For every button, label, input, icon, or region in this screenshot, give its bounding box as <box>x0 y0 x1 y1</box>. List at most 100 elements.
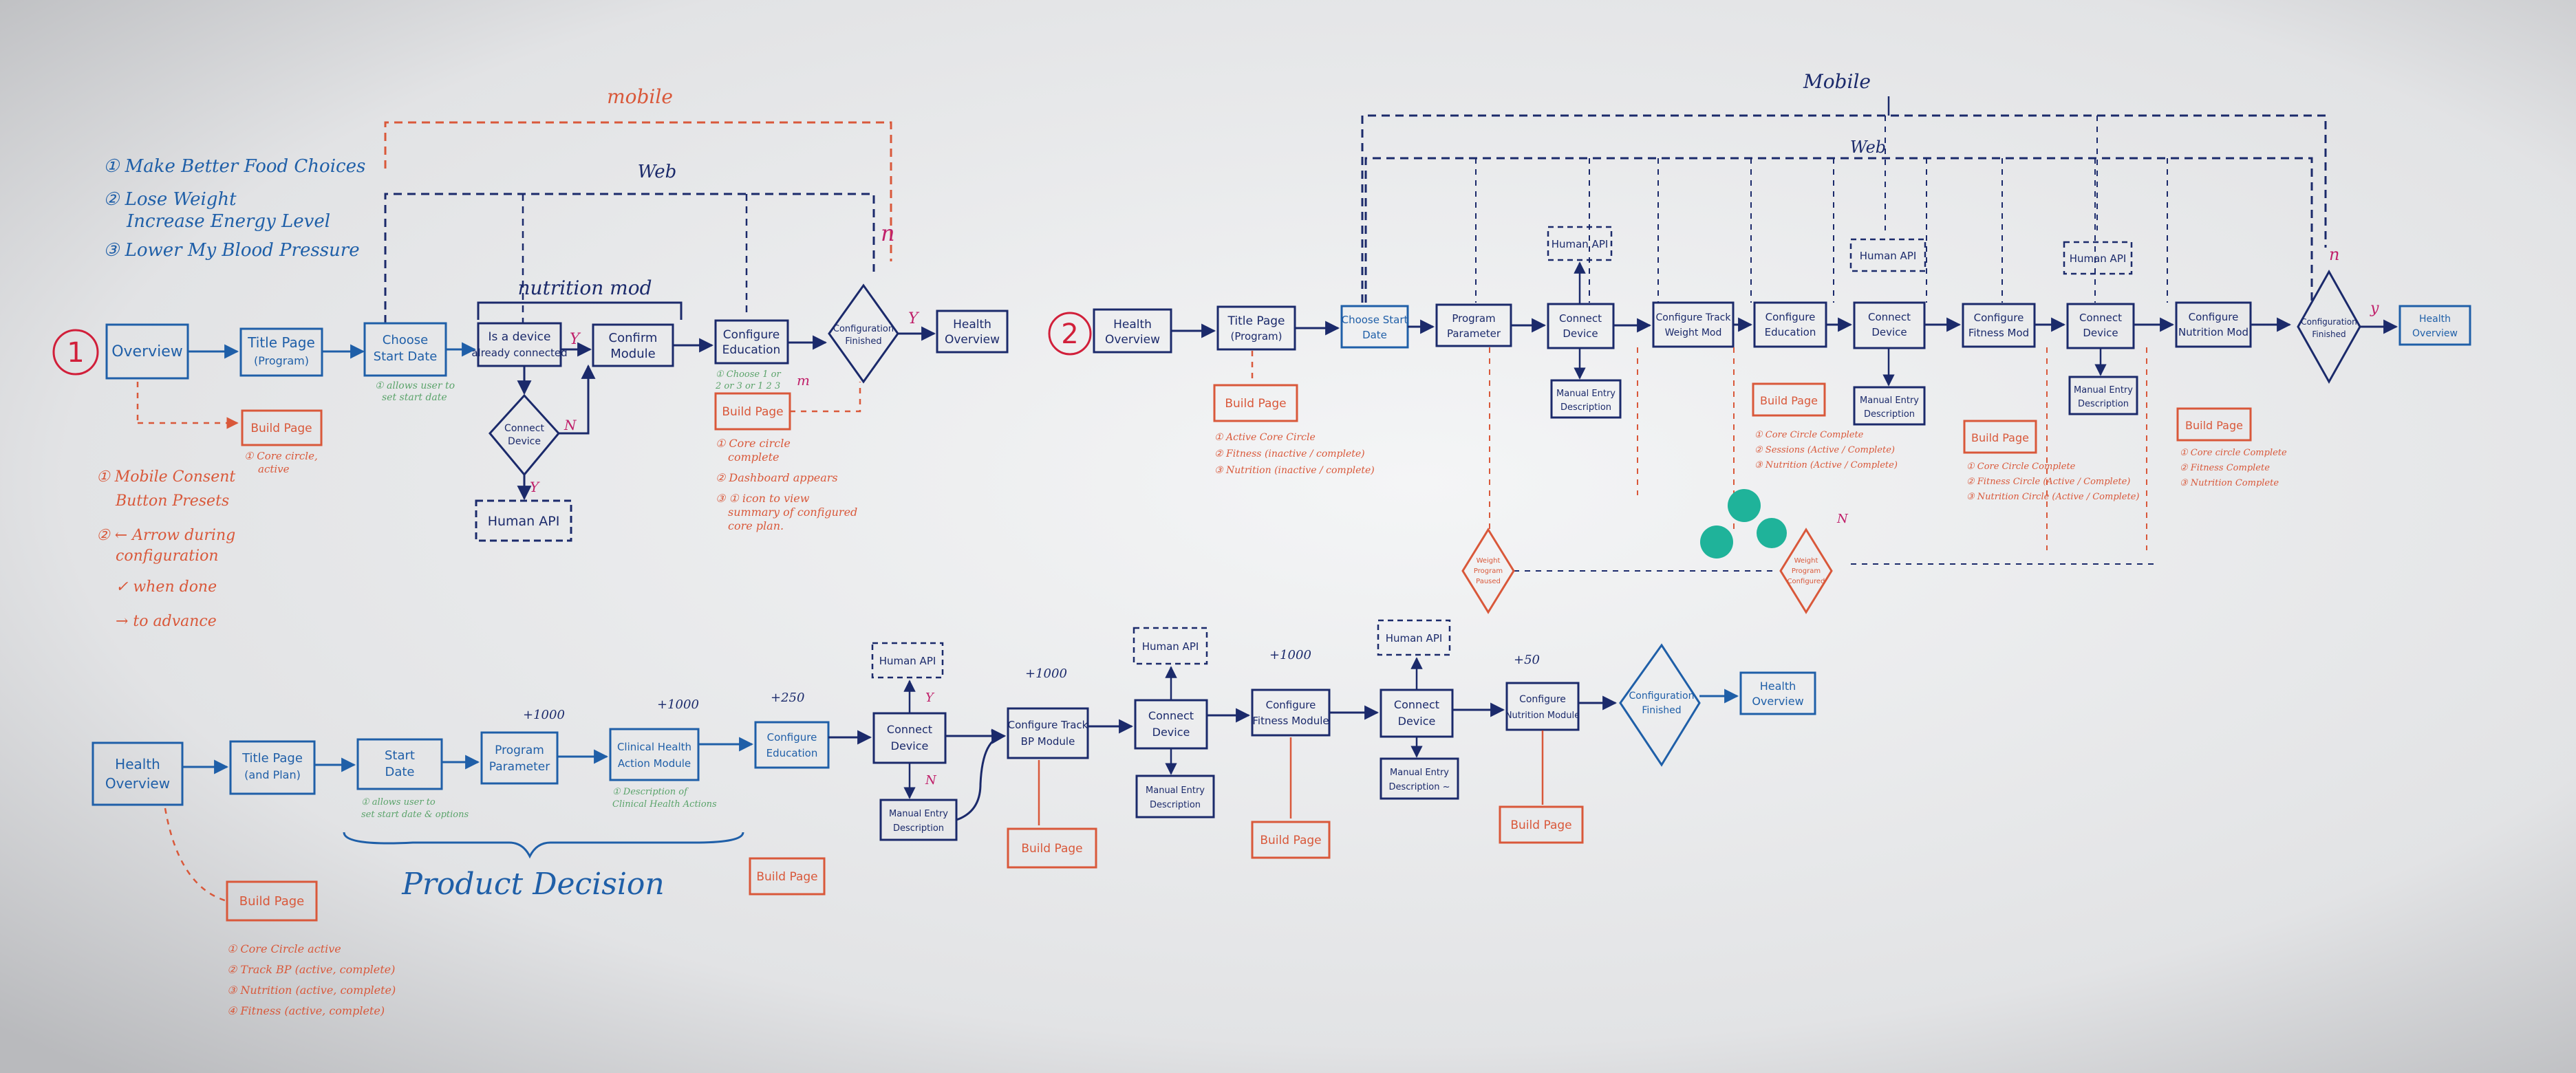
svg-text:Connect: Connect <box>1394 698 1439 711</box>
svg-text:Device: Device <box>2083 327 2118 339</box>
svg-text:set start date: set start date <box>382 392 447 403</box>
flow-3-clinical-health-action: Clinical Health Action Module <box>609 728 700 781</box>
flow-2-number-circle <box>1048 312 1092 356</box>
svg-text:③ Nutrition (active, complete): ③ Nutrition (active, complete) <box>227 984 396 997</box>
svg-text:Date: Date <box>385 765 414 779</box>
svg-text:m: m <box>797 372 810 389</box>
svg-text:② Track BP (active, complete): ② Track BP (active, complete) <box>227 963 395 976</box>
svg-text:→ to advance: → to advance <box>116 613 217 630</box>
flow-2-build-page-edu: Build Page <box>1752 382 1826 417</box>
svg-text:set start date & options: set start date & options <box>361 810 469 820</box>
svg-text:Build Page: Build Page <box>722 405 783 419</box>
svg-text:Program: Program <box>1792 567 1821 575</box>
flow-2-manual-entry-1: Manual Entry Description <box>1550 379 1622 419</box>
svg-text:Button Presets: Button Presets <box>115 492 229 510</box>
svg-text:Configure: Configure <box>1974 312 2024 324</box>
svg-text:Device: Device <box>891 739 929 752</box>
svg-text:Clinical Health Actions: Clinical Health Actions <box>612 799 717 810</box>
svg-text:Title Page: Title Page <box>1227 314 1285 328</box>
svg-text:Health: Health <box>1113 318 1152 332</box>
flow-2-health-overview-end: Health Overview <box>2398 305 2471 346</box>
svg-text:Y: Y <box>908 310 920 327</box>
svg-text:✓ when done: ✓ when done <box>116 578 217 596</box>
svg-text:complete: complete <box>728 451 780 464</box>
svg-text:Description: Description <box>1150 800 1201 810</box>
svg-text:Configured: Configured <box>1788 578 1825 585</box>
flow-2-build-notes-nut: ① Core circle Complete ② Fitness Complet… <box>2180 448 2287 488</box>
flow-2-build-page-title: Build Page <box>1213 384 1298 422</box>
flow-3-configuration-finished: Configuration Finished <box>1619 643 1701 767</box>
svg-text:core plan.: core plan. <box>728 519 784 532</box>
svg-text:Start Date: Start Date <box>374 349 438 364</box>
svg-text:Build Page: Build Page <box>2185 419 2243 432</box>
svg-text:Title Page: Title Page <box>242 751 303 766</box>
svg-text:Build Page: Build Page <box>1021 842 1082 856</box>
svg-text:② Dashboard appears: ② Dashboard appears <box>716 471 838 484</box>
svg-text:③ Nutrition Circle (Active / C: ③ Nutrition Circle (Active / Complete) <box>1966 492 2140 502</box>
svg-text:(Program): (Program) <box>254 354 309 367</box>
flow-2-connect-device-1: Connect Device <box>1547 303 1615 349</box>
svg-text:① Core circle,: ① Core circle, <box>244 450 318 462</box>
goal-3: ③ Lower My Blood Pressure <box>103 240 360 261</box>
svg-text:Configuration: Configuration <box>2301 317 2357 327</box>
svg-text:Finished: Finished <box>2312 329 2346 339</box>
svg-text:Start: Start <box>385 748 415 763</box>
svg-text:Build Page: Build Page <box>1260 834 1321 847</box>
svg-text:+1000: +1000 <box>1269 648 1311 662</box>
svg-text:Overview: Overview <box>105 775 170 792</box>
svg-text:Confirm: Confirm <box>609 331 658 345</box>
svg-text:① Active Core Circle: ① Active Core Circle <box>1214 432 1316 443</box>
svg-text:summary of configured: summary of configured <box>728 506 857 519</box>
svg-text:① allows user to: ① allows user to <box>375 380 455 391</box>
flow-3-build-page-track: Build Page <box>1007 827 1097 869</box>
svg-text:Health: Health <box>115 756 160 772</box>
svg-text:Configure: Configure <box>2189 311 2239 323</box>
svg-text:Description: Description <box>893 823 944 834</box>
svg-text:Connect: Connect <box>1559 312 1602 325</box>
svg-text:Configure Track: Configure Track <box>1008 719 1088 731</box>
svg-text:① Choose 1 or: ① Choose 1 or <box>716 369 781 380</box>
flow-2-human-api-3: Human API <box>2063 241 2133 275</box>
flow-1-configuration-finished: Configuration Finished <box>828 283 899 384</box>
flow-3-human-api-3: Human API <box>1377 619 1451 656</box>
svg-text:Is a device: Is a device <box>489 330 551 344</box>
goals-list: ① Make Better Food Choices ② Lose Weight… <box>103 156 365 261</box>
svg-text:Build Page: Build Page <box>1225 397 1286 411</box>
flow-1: 1 mobile Web n nutrition mod Overview Ti… <box>52 85 1009 542</box>
flow-3-build-page-nutrition: Build Page <box>1499 805 1584 844</box>
svg-text:Education: Education <box>722 343 781 357</box>
flow-2-build-notes-edu: ① Core Circle Complete ② Sessions (Activ… <box>1754 430 1898 470</box>
svg-text:Manual Entry: Manual Entry <box>889 809 948 819</box>
svg-text:Health: Health <box>1760 680 1796 693</box>
flow-1-health-overview: Health Overview <box>936 310 1009 354</box>
svg-text:Health: Health <box>2419 314 2451 325</box>
flow-2-human-api-2: Human API <box>1849 238 1926 272</box>
svg-text:Mobile: Mobile <box>1803 70 1871 93</box>
flow-1-human-api: Human API <box>475 499 572 542</box>
svg-text:Health: Health <box>953 318 991 332</box>
svg-text:configuration: configuration <box>116 548 219 565</box>
flow-3-configure-nutrition: Configure Nutrition Module <box>1505 682 1580 731</box>
svg-text:① Core Circle Complete: ① Core Circle Complete <box>1754 430 1864 440</box>
svg-text:Description: Description <box>1560 402 1611 413</box>
flow-1-number-circle <box>52 329 99 376</box>
svg-text:Human API: Human API <box>2070 252 2127 265</box>
svg-text:Device: Device <box>1871 326 1907 338</box>
flow-2-choose-start-date: Choose Start Date <box>1340 305 1409 349</box>
svg-text:Device: Device <box>1563 327 1598 340</box>
flow-2-human-api-1: Human API <box>1547 226 1613 261</box>
svg-text:Weight: Weight <box>1794 557 1818 565</box>
goal-2: ② Lose Weight <box>103 189 237 210</box>
svg-text:Fitness Mod: Fitness Mod <box>1968 327 2029 339</box>
svg-text:Weight: Weight <box>1477 557 1501 565</box>
svg-text:Manual Entry: Manual Entry <box>1860 395 1919 406</box>
flow-2-number: 2 <box>1061 318 1078 350</box>
svg-text:Configuration: Configuration <box>833 324 894 334</box>
svg-text:Action Module: Action Module <box>618 757 691 770</box>
svg-text:Y: Y <box>530 479 540 495</box>
flow-3-configure-track-bp: Configure Track BP Module <box>1007 707 1089 759</box>
flow-3-build-page-main: Build Page <box>226 880 318 922</box>
flow-3-manual-entry-1: Manual Entry Description <box>879 799 958 841</box>
